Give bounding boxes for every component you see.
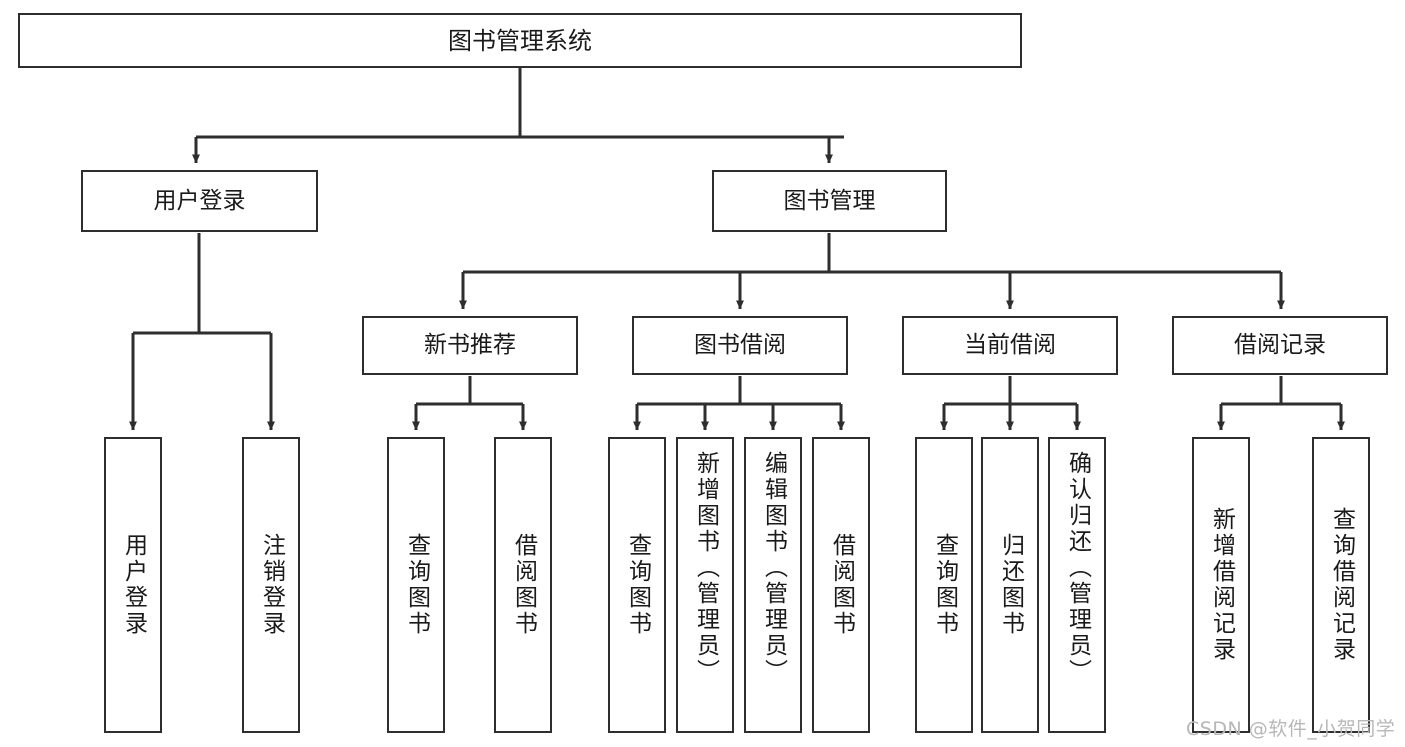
- node-book-borrow[interactable]: 图书借阅: [632, 316, 848, 375]
- node-leaf-query-book-3[interactable]: 查询图书: [915, 437, 973, 733]
- node-leaf-confirm-return-label: 确认归还（管理员）: [1064, 451, 1091, 685]
- node-leaf-add-book[interactable]: 新增图书（管理员）: [676, 437, 734, 733]
- node-leaf-user-login-label: 用户登录: [120, 533, 147, 637]
- node-leaf-edit-book-label: 编辑图书（管理员）: [760, 451, 787, 685]
- node-leaf-logout-login-label: 注销登录: [258, 533, 285, 637]
- node-leaf-query-record[interactable]: 查询借阅记录: [1312, 437, 1370, 733]
- node-leaf-query-book-1[interactable]: 查询图书: [387, 437, 445, 733]
- node-leaf-query-book-3-label: 查询图书: [931, 533, 958, 637]
- node-book-borrow-label: 图书借阅: [694, 332, 786, 359]
- node-leaf-add-record[interactable]: 新增借阅记录: [1192, 437, 1250, 733]
- node-leaf-query-book-2[interactable]: 查询图书: [608, 437, 666, 733]
- node-root[interactable]: 图书管理系统: [18, 13, 1022, 68]
- node-borrow-record[interactable]: 借阅记录: [1172, 316, 1388, 375]
- node-leaf-logout-login[interactable]: 注销登录: [242, 437, 300, 733]
- node-leaf-borrow-book-2-label: 借阅图书: [828, 533, 855, 637]
- node-leaf-query-record-label: 查询借阅记录: [1328, 507, 1355, 663]
- node-leaf-return-book[interactable]: 归还图书: [981, 437, 1039, 733]
- node-leaf-confirm-return[interactable]: 确认归还（管理员）: [1048, 437, 1106, 733]
- node-leaf-user-login[interactable]: 用户登录: [104, 437, 162, 733]
- node-leaf-borrow-book-1-label: 借阅图书: [510, 533, 537, 637]
- node-book-manage[interactable]: 图书管理: [712, 170, 947, 232]
- node-leaf-query-book-2-label: 查询图书: [624, 533, 651, 637]
- node-leaf-edit-book[interactable]: 编辑图书（管理员）: [744, 437, 802, 733]
- node-leaf-return-book-label: 归还图书: [997, 533, 1024, 637]
- node-user-login[interactable]: 用户登录: [81, 170, 318, 232]
- node-leaf-query-book-1-label: 查询图书: [403, 533, 430, 637]
- node-new-book-recommend-label: 新书推荐: [424, 332, 516, 359]
- node-leaf-add-record-label: 新增借阅记录: [1208, 507, 1235, 663]
- node-current-borrow[interactable]: 当前借阅: [902, 316, 1118, 375]
- node-new-book-recommend[interactable]: 新书推荐: [362, 316, 578, 375]
- node-book-manage-label: 图书管理: [783, 187, 876, 214]
- node-root-label: 图书管理系统: [448, 26, 592, 55]
- node-current-borrow-label: 当前借阅: [964, 332, 1056, 359]
- node-borrow-record-label: 借阅记录: [1234, 332, 1326, 359]
- node-leaf-add-book-label: 新增图书（管理员）: [692, 451, 719, 685]
- node-leaf-borrow-book-1[interactable]: 借阅图书: [494, 437, 552, 733]
- watermark: CSDN @软件_小贺同学: [1186, 718, 1396, 740]
- node-user-login-label: 用户登录: [153, 187, 246, 214]
- node-leaf-borrow-book-2[interactable]: 借阅图书: [812, 437, 870, 733]
